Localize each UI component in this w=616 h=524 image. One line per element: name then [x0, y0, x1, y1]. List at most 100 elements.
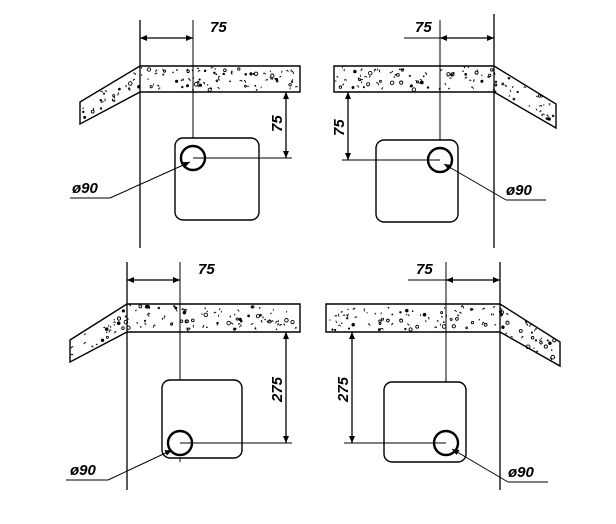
concrete-speck [362, 86, 365, 89]
concrete-speck [463, 65, 466, 69]
concrete-speck [206, 326, 208, 329]
concrete-speck [230, 70, 233, 74]
concrete-speck [116, 316, 122, 321]
concrete-speck [207, 87, 212, 92]
concrete-speck [468, 79, 472, 82]
concrete-speck [104, 90, 108, 92]
concrete-speck [244, 84, 247, 88]
concrete-speck [139, 326, 142, 328]
concrete-speck [258, 307, 261, 309]
concrete-speck [134, 73, 137, 75]
concrete-speck [233, 327, 237, 331]
concrete-speck [117, 92, 120, 96]
diameter-leader [443, 163, 507, 201]
concrete-speck [83, 115, 87, 119]
concrete-speck [353, 69, 357, 74]
concrete-speck [336, 75, 339, 78]
concrete-speck [186, 69, 190, 74]
concrete-speck [222, 73, 226, 76]
concrete-speck [505, 320, 510, 325]
concrete-speck [378, 319, 382, 323]
concrete-speck [145, 304, 150, 309]
concrete-speck [494, 80, 498, 83]
concrete-speck [509, 89, 512, 93]
concrete-speck [156, 84, 160, 87]
concrete-speck [283, 323, 285, 326]
concrete-speck [162, 68, 165, 72]
concrete-speck [440, 316, 443, 318]
concrete-speck [473, 79, 475, 83]
concrete-speck [478, 318, 481, 321]
concrete-speck [407, 314, 410, 317]
wall-texture [70, 304, 298, 356]
concrete-speck [369, 75, 371, 78]
concrete-speck [428, 316, 430, 320]
concrete-speck [253, 71, 259, 76]
concrete-speck [186, 327, 189, 331]
concrete-speck [213, 71, 216, 75]
concrete-speck [114, 331, 117, 334]
concrete-speck [83, 341, 87, 345]
concrete-speck [467, 65, 470, 69]
concrete-speck [128, 304, 132, 307]
concrete-speck [116, 321, 121, 325]
concrete-speck [121, 326, 125, 330]
diameter-label: ø90 [506, 182, 533, 199]
concrete-speck [534, 339, 538, 342]
concrete-speck [354, 316, 358, 319]
concrete-speck [389, 80, 395, 86]
wall-section [325, 303, 561, 368]
concrete-speck [143, 319, 147, 322]
concrete-speck [112, 94, 116, 98]
concrete-speck [374, 312, 376, 315]
wall-texture [329, 305, 557, 361]
concrete-speck [198, 78, 201, 81]
concrete-speck [100, 90, 104, 93]
vertical-dimension-label: 275 [269, 376, 286, 403]
concrete-speck [144, 322, 147, 326]
concrete-speck [521, 335, 524, 339]
concrete-speck [229, 315, 232, 318]
concrete-speck [277, 323, 280, 326]
concrete-speck [209, 87, 213, 90]
concrete-speck [548, 103, 551, 106]
concrete-speck [215, 73, 218, 76]
concrete-speck [505, 313, 509, 316]
concrete-speck [411, 310, 414, 313]
vertical-dimension-label: 75 [331, 119, 348, 136]
concrete-speck [404, 327, 407, 331]
concrete-speck [218, 308, 221, 311]
concrete-speck [249, 72, 253, 76]
concrete-speck [238, 317, 242, 322]
concrete-speck [186, 84, 189, 88]
concrete-speck [100, 338, 105, 343]
concrete-speck [401, 68, 405, 71]
concrete-speck [366, 82, 371, 87]
concrete-speck [175, 69, 178, 72]
concrete-speck [533, 328, 538, 332]
concrete-speck [342, 83, 345, 86]
concrete-speck [157, 87, 161, 90]
concrete-speck [113, 99, 116, 102]
concrete-speck [108, 329, 112, 333]
concrete-speck [379, 79, 382, 83]
concrete-speck [108, 324, 110, 327]
concrete-speck [163, 315, 166, 319]
panel-bottom-left: 75 275 ø90 [66, 261, 301, 490]
concrete-speck [543, 344, 548, 349]
concrete-speck [255, 89, 258, 91]
concrete-speck [269, 76, 272, 80]
concrete-speck [147, 312, 151, 315]
concrete-speck [386, 318, 390, 323]
concrete-speck [415, 80, 418, 83]
concrete-speck [474, 70, 479, 75]
diameter-leader [107, 449, 173, 481]
concrete-speck [462, 70, 465, 73]
concrete-speck [284, 318, 289, 323]
concrete-speck [105, 335, 109, 339]
concrete-speck [118, 87, 121, 91]
concrete-speck [346, 317, 349, 320]
concrete-speck [376, 82, 380, 86]
concrete-speck [540, 337, 543, 339]
concrete-speck [223, 68, 227, 73]
